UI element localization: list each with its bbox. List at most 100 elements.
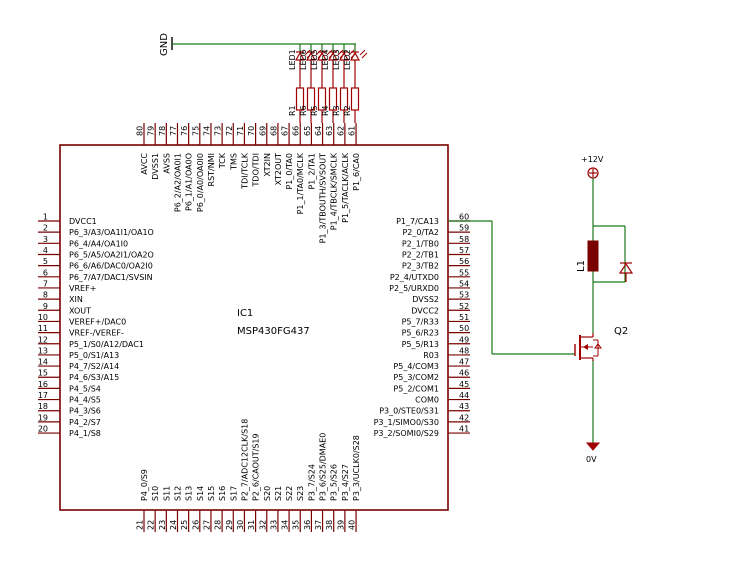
pin-label-right: P5_4/COM3	[393, 362, 439, 371]
pin-number-bottom: 30	[236, 520, 245, 530]
led-label: LED5	[310, 49, 319, 70]
pin-label-bottom: S13	[185, 486, 194, 501]
pin-number-bottom: 27	[202, 520, 211, 530]
ic-ref-label: IC1	[237, 308, 253, 319]
pin-number-top: 76	[180, 126, 189, 136]
pin-label-right: P5_3/COM2	[393, 373, 439, 382]
led-label: LED3	[332, 49, 341, 70]
pin-label-bottom: P3_7/S24	[307, 464, 316, 501]
pin-number-left: 7	[43, 279, 48, 288]
pin-label-top: P1_5/TACLK/ACLK	[341, 152, 350, 223]
pin-number-top: 63	[325, 126, 334, 136]
top-pins: 80AVCC79DVSS178AVSS77P6_2/A2/OA0I176P6_1…	[136, 123, 361, 243]
pin-number-bottom: 40	[348, 520, 357, 530]
pin-number-right: 47	[459, 358, 469, 367]
pin-label-top: P1_2/TA1	[307, 153, 316, 190]
pin-label-bottom: S23	[296, 486, 305, 501]
pin-label-bottom: S14	[196, 486, 205, 501]
pin-label-left: P6_6/A6/DAC0/OA2I0	[69, 262, 153, 271]
pin-label-left: P6_3/A3/OA1I1/OA1O	[69, 228, 154, 237]
ic-part-label: MSP430FG437	[237, 326, 310, 337]
pin-label-right: P2_5/URXD0	[389, 284, 439, 293]
pin-label-top: P1_1/TA0/MCLK	[296, 152, 305, 214]
pin-number-bottom: 38	[325, 520, 334, 530]
pin-number-left: 15	[38, 369, 48, 378]
pin-label-right: P2_0/TA2	[402, 228, 439, 237]
pin-number-top: 80	[136, 126, 145, 136]
led-emission-arrow	[359, 49, 366, 56]
pin-label-left: P4_6/S3/A15	[69, 373, 119, 382]
pin-number-left: 12	[38, 335, 48, 344]
pin-label-bottom: P3_5/S26	[330, 464, 339, 501]
vcc-label: +12V	[581, 155, 604, 164]
pin-label-left: P4_1/S8	[69, 429, 101, 438]
pin-number-left: 19	[38, 413, 48, 422]
pin-label-bottom: P4_0/S9	[140, 469, 149, 501]
pin-label-top: P1_3/TBOUTH/SVSOUT	[319, 153, 328, 243]
pin-label-bottom: P2_6/CAOUT/S19	[252, 433, 261, 501]
pin-label-left: P5_1/S0/A12/DAC1	[69, 340, 144, 349]
pin-label-right: P3_1/SIMO0/S30	[374, 418, 439, 427]
pin-number-top: 73	[214, 126, 223, 136]
pin-label-top: P6_1/A1/OA0O	[185, 153, 194, 211]
pin-label-top: AVSS	[162, 153, 171, 174]
pin-label-right: P3_0/STE0/S31	[379, 407, 439, 416]
pin-number-top: 61	[348, 126, 357, 136]
ground-symbol: 0V	[585, 442, 601, 464]
transistor-q2: Q2	[574, 326, 628, 361]
pin-number-right: 42	[459, 413, 469, 422]
pin-number-top: 66	[292, 126, 301, 136]
pin-number-bottom: 26	[191, 520, 200, 530]
pin-number-left: 16	[38, 380, 48, 389]
pin-label-bottom: S11	[162, 486, 171, 501]
pin-number-right: 53	[459, 291, 469, 300]
pin-number-bottom: 22	[147, 520, 156, 530]
pin-number-top: 75	[191, 126, 200, 136]
pin-label-left: P4_7/S2/A14	[69, 362, 119, 371]
pin-label-left: P5_0/S1/A13	[69, 351, 119, 360]
pin-label-top: P1_6/CA0	[352, 153, 361, 191]
pin-number-left: 8	[43, 291, 48, 300]
led-label: LED6	[299, 49, 308, 70]
pin-number-bottom: 25	[180, 520, 189, 530]
pin-number-right: 52	[459, 302, 469, 311]
pin-number-right: 51	[459, 313, 469, 322]
resistor-label: R2	[343, 105, 352, 116]
pin-label-top: P6_2/A2/OA0I1	[173, 153, 182, 212]
pin-label-bottom: S16	[218, 486, 227, 501]
pin-number-bottom: 29	[225, 520, 234, 530]
pin-label-right: DVSS2	[412, 295, 439, 304]
pin-number-bottom: 32	[258, 520, 267, 530]
pin-label-top: AVCC	[140, 153, 149, 175]
pin-number-bottom: 34	[281, 520, 290, 530]
pin-label-bottom: S17	[229, 486, 238, 501]
pin-label-bottom: S10	[151, 486, 160, 501]
pin-label-right: P2_1/TB0	[402, 239, 439, 248]
pin-number-right: 45	[459, 380, 469, 389]
pin-number-right: 59	[459, 224, 469, 233]
pin-label-bottom: S20	[263, 486, 272, 501]
pin-label-right: P2_4/UTXD0	[390, 273, 439, 282]
pin-label-right: P5_5/R13	[402, 340, 439, 349]
pin-label-bottom: P3_6/S25/DMAE0	[319, 433, 328, 501]
pin-number-left: 13	[38, 346, 48, 355]
pin-number-bottom: 37	[314, 520, 323, 530]
pin-number-right: 56	[459, 257, 469, 266]
led-label: LED1	[288, 49, 297, 70]
pin-label-left: VREF-/VEREF-	[69, 329, 124, 338]
pin-number-left: 10	[38, 313, 48, 322]
led-emission-arrow	[361, 52, 368, 59]
pin-label-top: TDO/TDI	[252, 153, 261, 187]
pin-number-bottom: 36	[303, 520, 312, 530]
ic-body	[59, 144, 449, 511]
pin-number-top: 64	[314, 126, 323, 136]
pin-label-bottom: S12	[173, 486, 182, 501]
pin-number-top: 70	[247, 126, 256, 136]
pin-label-top: P6_0/A0/OA0I0	[196, 153, 205, 212]
pin-label-left: P4_4/S5	[69, 396, 101, 405]
pin-number-right: 50	[459, 324, 469, 333]
pin-number-top: 79	[147, 126, 156, 136]
pin-number-right: 58	[459, 235, 469, 244]
